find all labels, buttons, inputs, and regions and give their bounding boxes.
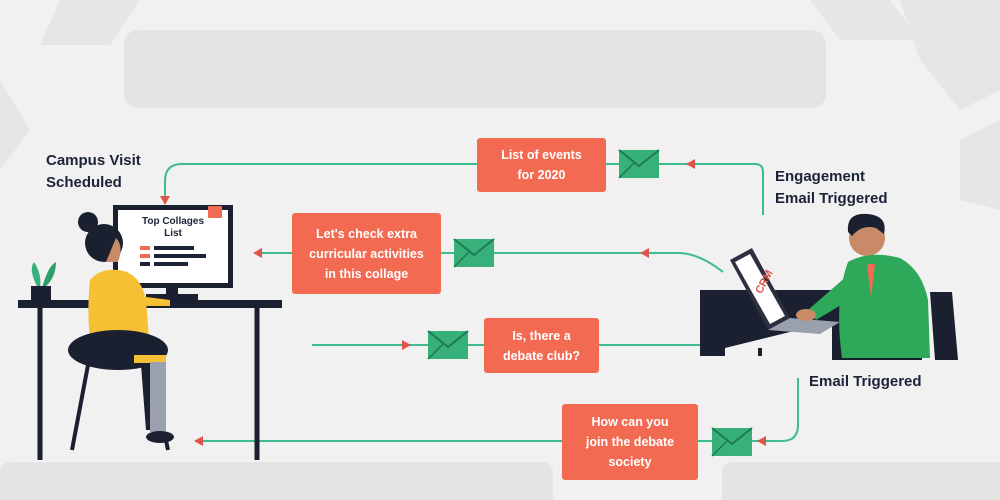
bottom-left-panel — [0, 462, 553, 500]
student-workstation — [18, 205, 282, 460]
arrow-head-2 — [686, 159, 695, 169]
arrow-head-1 — [160, 196, 170, 205]
connector-events — [164, 163, 764, 215]
laptop — [730, 248, 840, 334]
email-icon — [453, 238, 495, 268]
email-icon — [618, 149, 660, 179]
campus-visit-label: Campus Visit Scheduled — [46, 152, 141, 191]
arrow-head-5 — [402, 340, 411, 350]
email-icon — [427, 330, 469, 360]
top-banner-placeholder — [124, 30, 826, 108]
message-debate-question: Is, there a debate club? — [484, 318, 599, 373]
crm-agent-figure — [796, 213, 930, 358]
engagement-email-label: Engagement Email Triggered — [775, 168, 888, 207]
connector-debate-join — [196, 378, 799, 442]
connector-extracurricular — [258, 252, 724, 273]
crm-workstation — [700, 213, 958, 360]
plant-icon — [31, 262, 56, 300]
message-extracurricular: Let's check extra curricular activities … — [292, 213, 441, 294]
arrow-head-7 — [757, 436, 766, 446]
email-icon — [711, 427, 753, 457]
decorative-hexagons — [0, 0, 1000, 210]
email-triggered-label: Email Triggered — [809, 373, 922, 390]
student-figure — [68, 212, 174, 451]
student-screen-title: Top Collages List — [141, 216, 205, 239]
bottom-right-panel — [722, 462, 1000, 500]
arrow-head-3 — [253, 248, 262, 258]
message-debate-join: How can you join the debate society — [562, 404, 698, 480]
message-events: List of events for 2020 — [477, 138, 606, 192]
arrow-head-4 — [640, 248, 649, 258]
arrow-head-8 — [194, 436, 203, 446]
